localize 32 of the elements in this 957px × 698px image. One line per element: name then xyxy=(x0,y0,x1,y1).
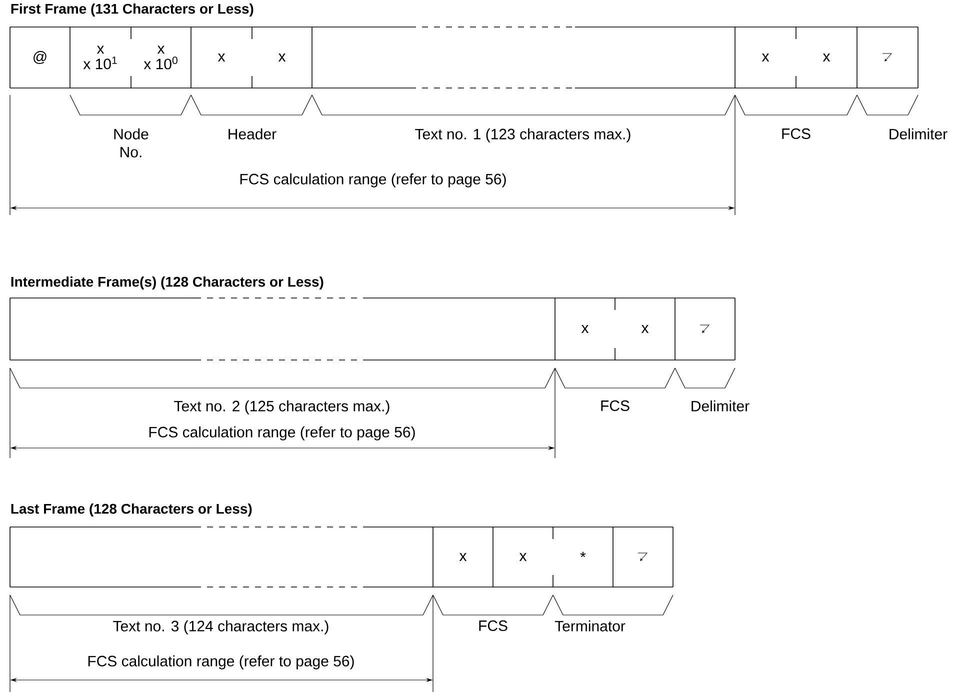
digit-cell: x x 10$^{0}$ xyxy=(130,26,178,88)
field-cell xyxy=(10,526,434,588)
field-label: FCS xyxy=(601,400,630,412)
field-cell xyxy=(10,298,556,360)
field-label: FCS calculation range (refer to page 56) xyxy=(149,426,415,440)
field-label: Delimiter xyxy=(890,128,948,140)
field-label: Text no. 2 (125 characters max.) xyxy=(174,400,390,414)
field-label: Delimiter xyxy=(692,400,750,412)
character-cell: * xyxy=(552,526,586,588)
character-cell: x xyxy=(432,526,467,588)
field-cell xyxy=(312,26,736,88)
field-label: Text no. 1 (123 characters max.) xyxy=(415,128,630,142)
field-label: FCS calculation range (refer to page 56) xyxy=(88,655,354,670)
field-label: Header xyxy=(228,128,276,140)
field-cell xyxy=(674,298,710,360)
character-cell: x xyxy=(796,26,830,88)
field-label: FCS xyxy=(782,128,810,140)
character-cell: x xyxy=(554,298,589,360)
field-label: FCS xyxy=(479,620,508,632)
character-cell: x xyxy=(614,298,649,360)
field-label: FCS calculation range (refer to page 56) xyxy=(240,173,506,188)
character-cell: x xyxy=(492,526,527,588)
field-label: Terminator xyxy=(554,620,626,632)
digit-cell: x x 10$^{1}$ xyxy=(70,26,117,88)
field-label: Text no. 3 (124 characters max.) xyxy=(113,620,328,634)
field-label: Node No. xyxy=(114,128,148,158)
character-cell: x xyxy=(190,26,226,88)
character-cell: @ xyxy=(34,51,46,64)
character-cell: x xyxy=(252,26,286,88)
field-cell xyxy=(856,26,892,88)
character-cell: x xyxy=(734,26,770,88)
field-cell xyxy=(612,526,648,588)
